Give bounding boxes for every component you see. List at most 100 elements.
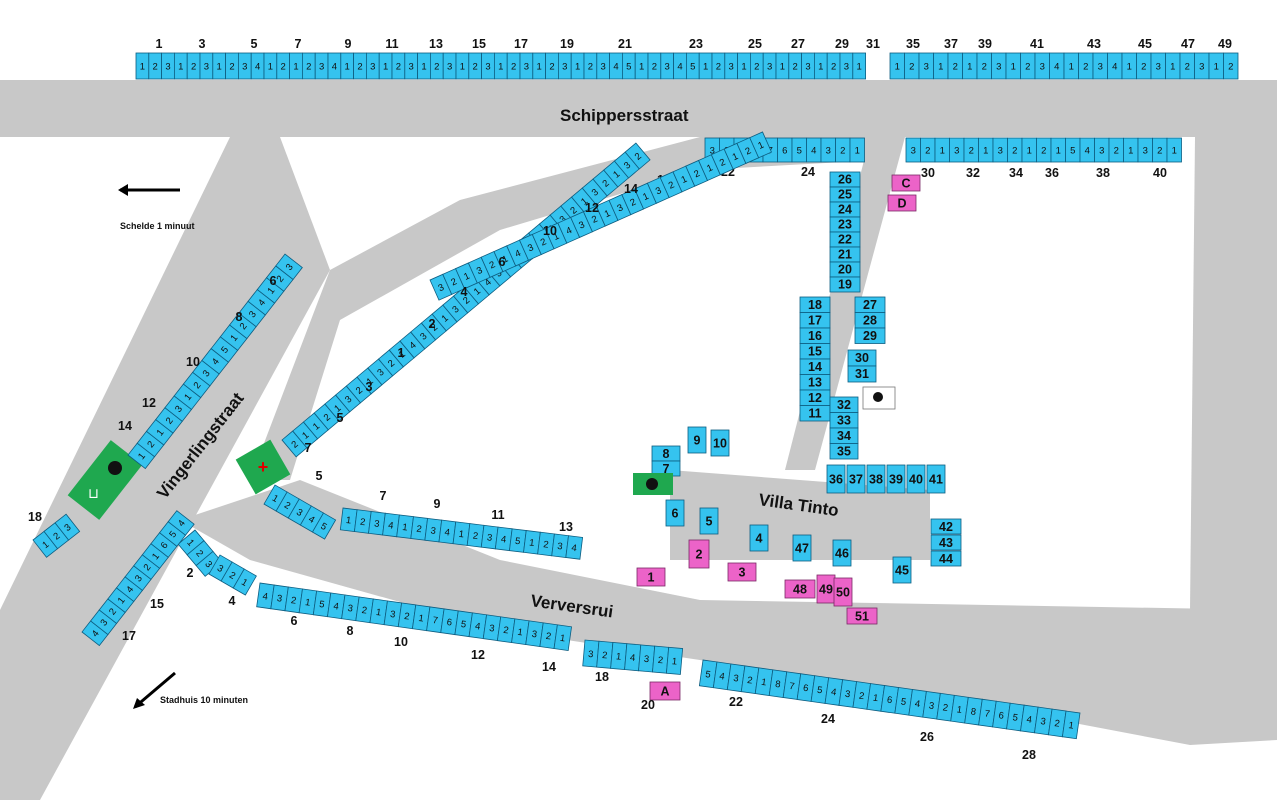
special-stall-label: 3 bbox=[739, 566, 746, 580]
stall[interactable] bbox=[553, 624, 572, 652]
wc-icon bbox=[873, 392, 883, 402]
house-number: 4 bbox=[461, 285, 468, 299]
stall-number: 3 bbox=[389, 609, 396, 621]
villa-stall[interactable] bbox=[886, 464, 906, 494]
stall-number: 4 bbox=[124, 584, 136, 595]
schelde-note: Schelde 1 minuut bbox=[120, 221, 195, 231]
stall-number: 3 bbox=[826, 146, 831, 157]
stall-number: 3 bbox=[165, 62, 170, 73]
villa-stall[interactable] bbox=[930, 550, 962, 567]
special-stall[interactable] bbox=[636, 567, 666, 587]
villa-stall[interactable] bbox=[710, 429, 730, 457]
villa-stall[interactable] bbox=[749, 524, 769, 552]
stall-number: 3 bbox=[485, 62, 490, 73]
stall-number: 1 bbox=[40, 539, 51, 551]
stall-number: 2 bbox=[549, 62, 554, 73]
stall-number: 3 bbox=[643, 654, 649, 665]
stall-number: 2 bbox=[831, 62, 836, 73]
special-stall[interactable] bbox=[887, 194, 917, 212]
villa-stall[interactable] bbox=[846, 464, 866, 494]
stall[interactable] bbox=[749, 131, 773, 159]
stall-number: 3 bbox=[247, 309, 259, 320]
stall-number: 33 bbox=[837, 413, 851, 427]
house-number: 40 bbox=[1153, 166, 1167, 180]
stall-number: 1 bbox=[611, 169, 622, 181]
special-stall[interactable] bbox=[833, 577, 853, 607]
stall-number: 5 bbox=[1012, 712, 1019, 724]
service-point[interactable] bbox=[67, 440, 143, 520]
stall-number: 4 bbox=[255, 62, 260, 73]
special-stall-label: D bbox=[897, 197, 906, 211]
stall-number: 3 bbox=[767, 62, 772, 73]
special-stall[interactable] bbox=[846, 607, 878, 625]
special-stall[interactable] bbox=[727, 562, 757, 582]
stall-number: 7 bbox=[788, 681, 795, 693]
stall-number: 2 bbox=[1228, 62, 1233, 73]
first-aid-post[interactable] bbox=[235, 439, 291, 495]
stall[interactable] bbox=[167, 510, 195, 536]
house-number: 4 bbox=[229, 594, 236, 608]
stall[interactable] bbox=[275, 253, 303, 280]
stall[interactable] bbox=[854, 327, 886, 344]
house-number: 1 bbox=[398, 346, 405, 360]
villa-stall[interactable] bbox=[792, 534, 812, 562]
stall[interactable] bbox=[829, 443, 859, 460]
villa-stall[interactable] bbox=[926, 464, 946, 494]
villa-stall[interactable] bbox=[930, 534, 962, 551]
villa-stall-label: 46 bbox=[835, 547, 849, 561]
stall-number: 1 bbox=[705, 162, 714, 174]
stall-number: 1 bbox=[228, 333, 240, 344]
stall[interactable] bbox=[1166, 137, 1182, 163]
house-number: 10 bbox=[543, 224, 557, 238]
stall-number: 3 bbox=[242, 62, 247, 73]
villa-stall[interactable] bbox=[892, 556, 912, 584]
stall[interactable] bbox=[565, 535, 584, 560]
special-stall[interactable] bbox=[649, 681, 681, 701]
stall[interactable] bbox=[1223, 52, 1239, 80]
stall[interactable] bbox=[1061, 710, 1081, 740]
stall[interactable] bbox=[849, 137, 865, 163]
stall-number: 6 bbox=[782, 146, 787, 157]
stall-number: 2 bbox=[275, 274, 287, 285]
stall-number: 4 bbox=[210, 356, 222, 367]
stall[interactable] bbox=[54, 513, 81, 541]
road-schippersstraat bbox=[0, 80, 1277, 137]
villa-stall-label: 36 bbox=[829, 473, 843, 487]
stall[interactable] bbox=[665, 646, 684, 675]
house-number: 24 bbox=[801, 165, 815, 179]
stall-number: 3 bbox=[284, 262, 296, 273]
stall[interactable] bbox=[852, 52, 866, 80]
stall-number: 1 bbox=[575, 62, 580, 73]
special-stall[interactable] bbox=[688, 539, 710, 569]
stall-number: 5 bbox=[1070, 146, 1075, 157]
stall[interactable] bbox=[829, 276, 861, 293]
villa-stall[interactable] bbox=[699, 507, 719, 535]
special-stall[interactable] bbox=[891, 174, 921, 192]
stall-number: 15 bbox=[808, 344, 822, 358]
villa-stall[interactable] bbox=[906, 464, 926, 494]
stall-number: 1 bbox=[895, 62, 900, 73]
stall[interactable] bbox=[311, 512, 337, 540]
villa-stall[interactable] bbox=[930, 518, 962, 535]
special-stall[interactable] bbox=[784, 579, 816, 599]
stall[interactable] bbox=[624, 142, 651, 170]
stall[interactable] bbox=[232, 568, 257, 596]
stall[interactable] bbox=[847, 365, 877, 383]
villa-stall[interactable] bbox=[687, 426, 707, 454]
stall-number: 1 bbox=[680, 174, 689, 186]
stall-number: 1 bbox=[872, 693, 879, 705]
stall-number: 3 bbox=[343, 394, 354, 406]
villa-stall[interactable] bbox=[665, 499, 685, 527]
stall-number: 2 bbox=[354, 385, 365, 397]
stall-number: 20 bbox=[838, 263, 852, 277]
stall-number: 1 bbox=[1127, 62, 1132, 73]
stall-number: 5 bbox=[705, 669, 712, 681]
stall-number: 2 bbox=[434, 62, 439, 73]
house-number: 14 bbox=[542, 660, 556, 674]
house-number: 30 bbox=[921, 166, 935, 180]
villa-stall[interactable] bbox=[832, 539, 852, 567]
villa-stall[interactable] bbox=[826, 464, 846, 494]
villa-stall[interactable] bbox=[866, 464, 886, 494]
stall-number: 2 bbox=[590, 214, 599, 226]
